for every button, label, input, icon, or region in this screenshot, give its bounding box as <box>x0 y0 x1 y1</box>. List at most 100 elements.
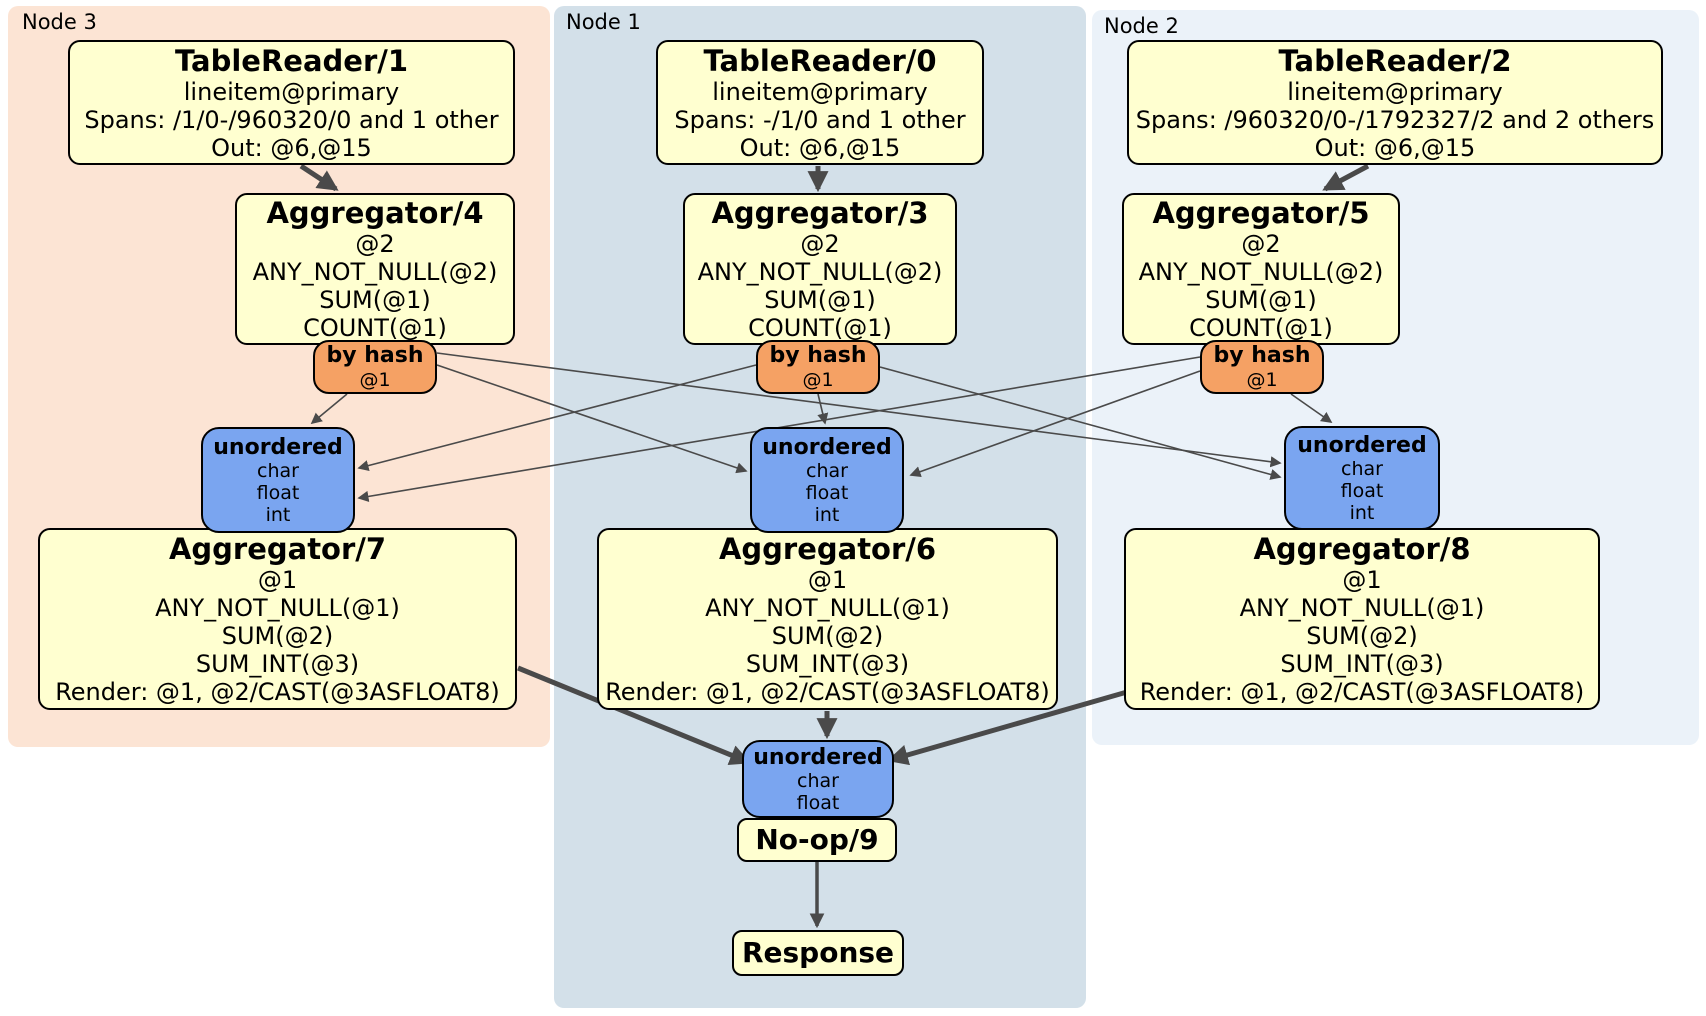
processor-detail: Spans: /960320/0-/1792327/2 and 2 others <box>1135 105 1655 134</box>
router-title: by hash <box>769 343 867 368</box>
sync-type: float <box>1340 479 1384 502</box>
processor-detail: SUM(@1) <box>319 286 431 314</box>
processor-detail: Render: @1, @2/CAST(@3ASFLOAT8) <box>55 678 500 706</box>
processor-detail: COUNT(@1) <box>1189 314 1333 342</box>
edge-aggregator7-unordered-final <box>517 665 751 765</box>
router-by-hash-node2: by hash @1 <box>1200 340 1324 394</box>
processor-detail: SUM(@2) <box>221 622 334 650</box>
sync-type: int <box>1349 501 1375 524</box>
processor-detail: @1 <box>257 566 298 594</box>
edge-byhash1-unordered1 <box>817 393 829 425</box>
node2-label: Node 2 <box>1104 14 1179 38</box>
node3-label: Node 3 <box>22 10 97 34</box>
processor-detail: lineitem@primary <box>712 77 928 106</box>
edge-tablereader1-aggregator4 <box>299 163 339 192</box>
router-by-hash-node3: by hash @1 <box>313 340 437 394</box>
sync-type: char <box>806 459 848 482</box>
sync-type: int <box>265 503 291 526</box>
edge-tablereader2-aggregator5 <box>1322 163 1370 192</box>
processor-detail: Spans: -/1/0 and 1 other <box>674 105 966 134</box>
processor-detail: SUM_INT(@3) <box>195 650 360 678</box>
router-columns: @1 <box>802 369 834 391</box>
sync-unordered-node1: unordered char float int <box>750 427 904 533</box>
processor-title: TableReader/0 <box>703 43 937 78</box>
processor-title: Aggregator/8 <box>1253 532 1471 566</box>
processor-detail: SUM(@1) <box>1205 286 1317 314</box>
sync-type: char <box>797 769 839 792</box>
processor-tablereader-0: TableReader/0 lineitem@primary Spans: -/… <box>656 40 984 165</box>
processor-flow-edges <box>299 163 1370 929</box>
node1-label: Node 1 <box>566 10 641 34</box>
processor-detail: Out: @6,@15 <box>739 133 901 162</box>
processor-detail: @2 <box>355 230 395 258</box>
processor-title: Aggregator/3 <box>711 196 929 230</box>
sync-unordered-node2: unordered char float int <box>1284 426 1440 530</box>
processor-title: Aggregator/6 <box>718 532 937 566</box>
sync-unordered-final: unordered char float <box>742 740 894 818</box>
edge-byhash2-unordered2 <box>1290 393 1333 423</box>
processor-detail: Spans: /1/0-/960320/0 and 1 other <box>84 105 499 134</box>
sync-type: float <box>256 481 300 504</box>
edge-byhash2-unordered1 <box>909 370 1201 478</box>
processor-title: TableReader/1 <box>174 43 409 78</box>
processor-aggregator-7: Aggregator/7 @1 ANY_NOT_NULL(@1) SUM(@2)… <box>38 528 517 710</box>
processor-title: Aggregator/5 <box>1152 196 1370 230</box>
processor-title: No-op/9 <box>755 823 879 856</box>
processor-detail: @2 <box>1241 230 1281 258</box>
sync-title: unordered <box>213 434 343 460</box>
processor-detail: lineitem@primary <box>1287 77 1503 106</box>
processor-detail: SUM(@2) <box>771 622 884 650</box>
router-title: by hash <box>1213 343 1311 368</box>
processor-detail: Render: @1, @2/CAST(@3ASFLOAT8) <box>605 678 1050 706</box>
processor-aggregator-6: Aggregator/6 @1 ANY_NOT_NULL(@1) SUM(@2)… <box>597 528 1058 710</box>
processor-tablereader-2: TableReader/2 lineitem@primary Spans: /9… <box>1127 40 1663 165</box>
processor-detail: Out: @6,@15 <box>1314 133 1476 162</box>
router-by-hash-node1: by hash @1 <box>756 340 880 394</box>
processor-tablereader-1: TableReader/1 lineitem@primary Spans: /1… <box>68 40 515 165</box>
response-box: Response <box>732 930 904 976</box>
processor-title: Aggregator/7 <box>168 532 387 566</box>
processor-detail: SUM(@1) <box>764 286 876 314</box>
sync-type: char <box>1341 457 1383 480</box>
sync-type: float <box>796 791 840 814</box>
processor-aggregator-5: Aggregator/5 @2 ANY_NOT_NULL(@2) SUM(@1)… <box>1122 193 1400 345</box>
edge-byhash3-unordered1 <box>436 364 748 474</box>
sync-type: float <box>805 481 849 504</box>
edge-aggregator8-unordered-final <box>886 689 1128 766</box>
sync-type: char <box>257 459 299 482</box>
edge-byhash3-unordered3 <box>310 393 348 425</box>
processor-detail: ANY_NOT_NULL(@2) <box>252 258 498 286</box>
processor-detail: @1 <box>1342 566 1382 594</box>
processor-detail: SUM_INT(@3) <box>745 650 910 678</box>
edge-byhash3-unordered2 <box>436 352 1282 468</box>
processor-detail: Out: @6,@15 <box>211 133 372 162</box>
processor-detail: Render: @1, @2/CAST(@3ASFLOAT8) <box>1139 678 1585 706</box>
edge-byhash1-unordered2 <box>879 366 1282 480</box>
processor-aggregator-8: Aggregator/8 @1 ANY_NOT_NULL(@1) SUM(@2)… <box>1124 528 1600 710</box>
sync-title: unordered <box>753 744 883 770</box>
router-title: by hash <box>326 343 424 368</box>
processor-title: Response <box>741 936 895 969</box>
processor-detail: SUM(@2) <box>1306 622 1418 650</box>
processor-detail: @2 <box>800 230 840 258</box>
processor-detail: ANY_NOT_NULL(@2) <box>1138 258 1384 286</box>
processor-detail: COUNT(@1) <box>303 314 447 342</box>
sync-unordered-node3: unordered char float int <box>201 427 355 533</box>
sync-title: unordered <box>762 434 892 460</box>
sync-title: unordered <box>1297 432 1427 458</box>
processor-detail: COUNT(@1) <box>748 314 892 342</box>
processor-detail: ANY_NOT_NULL(@1) <box>155 594 400 622</box>
processor-detail: ANY_NOT_NULL(@1) <box>705 594 950 622</box>
router-columns: @1 <box>1246 369 1278 391</box>
processor-detail: ANY_NOT_NULL(@1) <box>1239 594 1485 622</box>
processor-aggregator-4: Aggregator/4 @2 ANY_NOT_NULL(@2) SUM(@1)… <box>235 193 515 345</box>
processor-title: TableReader/2 <box>1278 43 1512 78</box>
processor-noop-9: No-op/9 <box>737 818 897 862</box>
processor-title: Aggregator/4 <box>266 196 484 230</box>
processor-detail: ANY_NOT_NULL(@2) <box>697 258 943 286</box>
sync-type: int <box>814 503 840 526</box>
processor-aggregator-3: Aggregator/3 @2 ANY_NOT_NULL(@2) SUM(@1)… <box>683 193 957 345</box>
processor-detail: @1 <box>807 566 848 594</box>
router-columns: @1 <box>359 369 391 391</box>
